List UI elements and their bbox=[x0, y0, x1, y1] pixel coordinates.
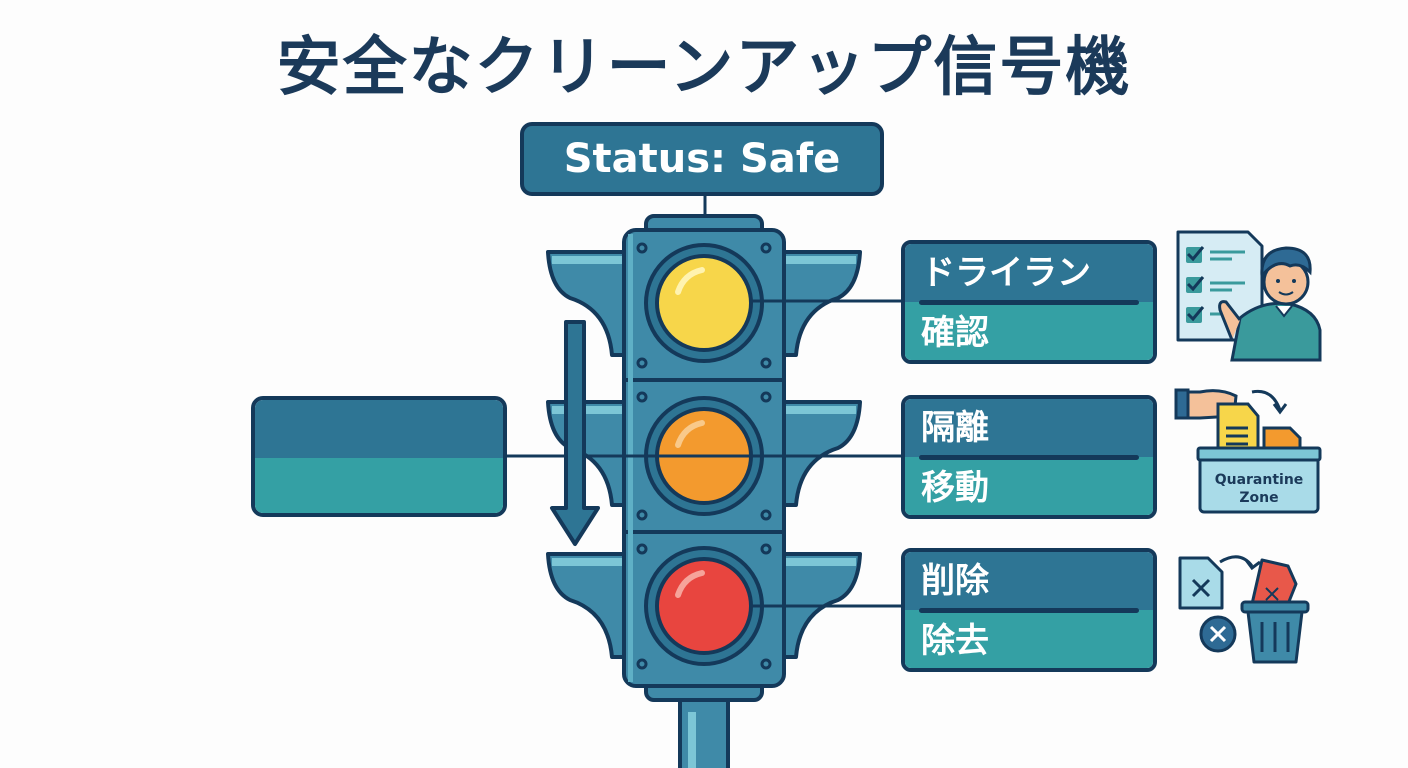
stage-bottom-label: 確認 bbox=[905, 302, 1153, 360]
quarantine-box-icon: Quarantine Zone bbox=[1174, 388, 1322, 514]
stage-top-label: ドライラン bbox=[905, 244, 1153, 302]
divider bbox=[919, 300, 1139, 305]
quarantine-text-line1: Quarantine bbox=[1215, 472, 1304, 488]
stage-delete: 削除 除去 bbox=[901, 548, 1157, 672]
stage-bottom-label: 除去 bbox=[905, 610, 1153, 668]
red-light bbox=[644, 546, 764, 666]
stage-top-label: 隔離 bbox=[905, 399, 1153, 457]
checklist-person-icon bbox=[1176, 230, 1322, 362]
page-title: 安全なクリーンアップ信号機 bbox=[276, 31, 1132, 105]
stage-bottom-label: 移動 bbox=[905, 457, 1153, 515]
left-empty-box bbox=[251, 396, 507, 517]
down-arrow-icon bbox=[550, 320, 600, 546]
quarantine-text-line2: Zone bbox=[1239, 490, 1278, 506]
yellow-light bbox=[644, 243, 764, 363]
left-box-bottom bbox=[255, 458, 503, 513]
stage-quarantine: 隔離 移動 bbox=[901, 395, 1157, 519]
divider bbox=[919, 455, 1139, 460]
left-box-top bbox=[255, 400, 503, 458]
stage-dry-run: ドライラン 確認 bbox=[901, 240, 1157, 364]
trash-delete-icon bbox=[1178, 555, 1310, 664]
stage-top-label: 削除 bbox=[905, 552, 1153, 610]
divider bbox=[919, 608, 1139, 613]
pole bbox=[678, 688, 730, 768]
status-badge: Status: Safe bbox=[520, 122, 884, 196]
